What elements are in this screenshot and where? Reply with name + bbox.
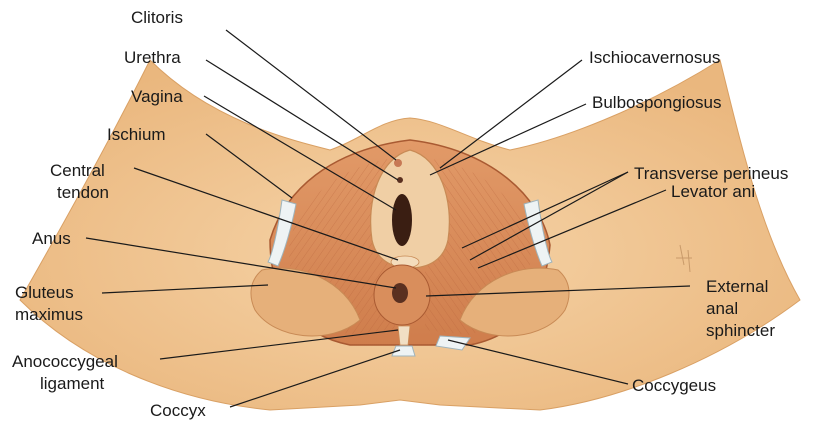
clitoris-shape: [394, 159, 402, 167]
label-vagina: Vagina: [131, 86, 183, 107]
label-anococcygeal-line1: Anococcygeal: [12, 351, 118, 372]
label-coccyx: Coccyx: [150, 400, 206, 421]
label-central-tendon-line2: tendon: [57, 182, 109, 203]
anus-opening: [392, 283, 408, 303]
label-bulbospongiosus: Bulbospongiosus: [592, 92, 721, 113]
label-anococcygeal-line2: ligament: [40, 373, 104, 394]
label-external-line2: anal: [706, 298, 738, 319]
label-external-line3: sphincter: [706, 320, 775, 341]
label-coccygeus: Coccygeus: [632, 375, 716, 396]
label-gluteus-line1: Gluteus: [15, 282, 74, 303]
label-urethra: Urethra: [124, 47, 181, 68]
label-clitoris: Clitoris: [131, 7, 183, 28]
vagina-opening: [392, 194, 412, 246]
label-ischium: Ischium: [107, 124, 166, 145]
label-central-tendon-line1: Central: [50, 160, 105, 181]
label-levator-ani: Levator ani: [671, 181, 755, 202]
label-anus: Anus: [32, 228, 71, 249]
label-external-line1: External: [706, 276, 768, 297]
label-gluteus-line2: maximus: [15, 304, 83, 325]
label-ischiocavernosus: Ischiocavernosus: [589, 47, 720, 68]
anococcygeal-ligament: [398, 326, 410, 345]
